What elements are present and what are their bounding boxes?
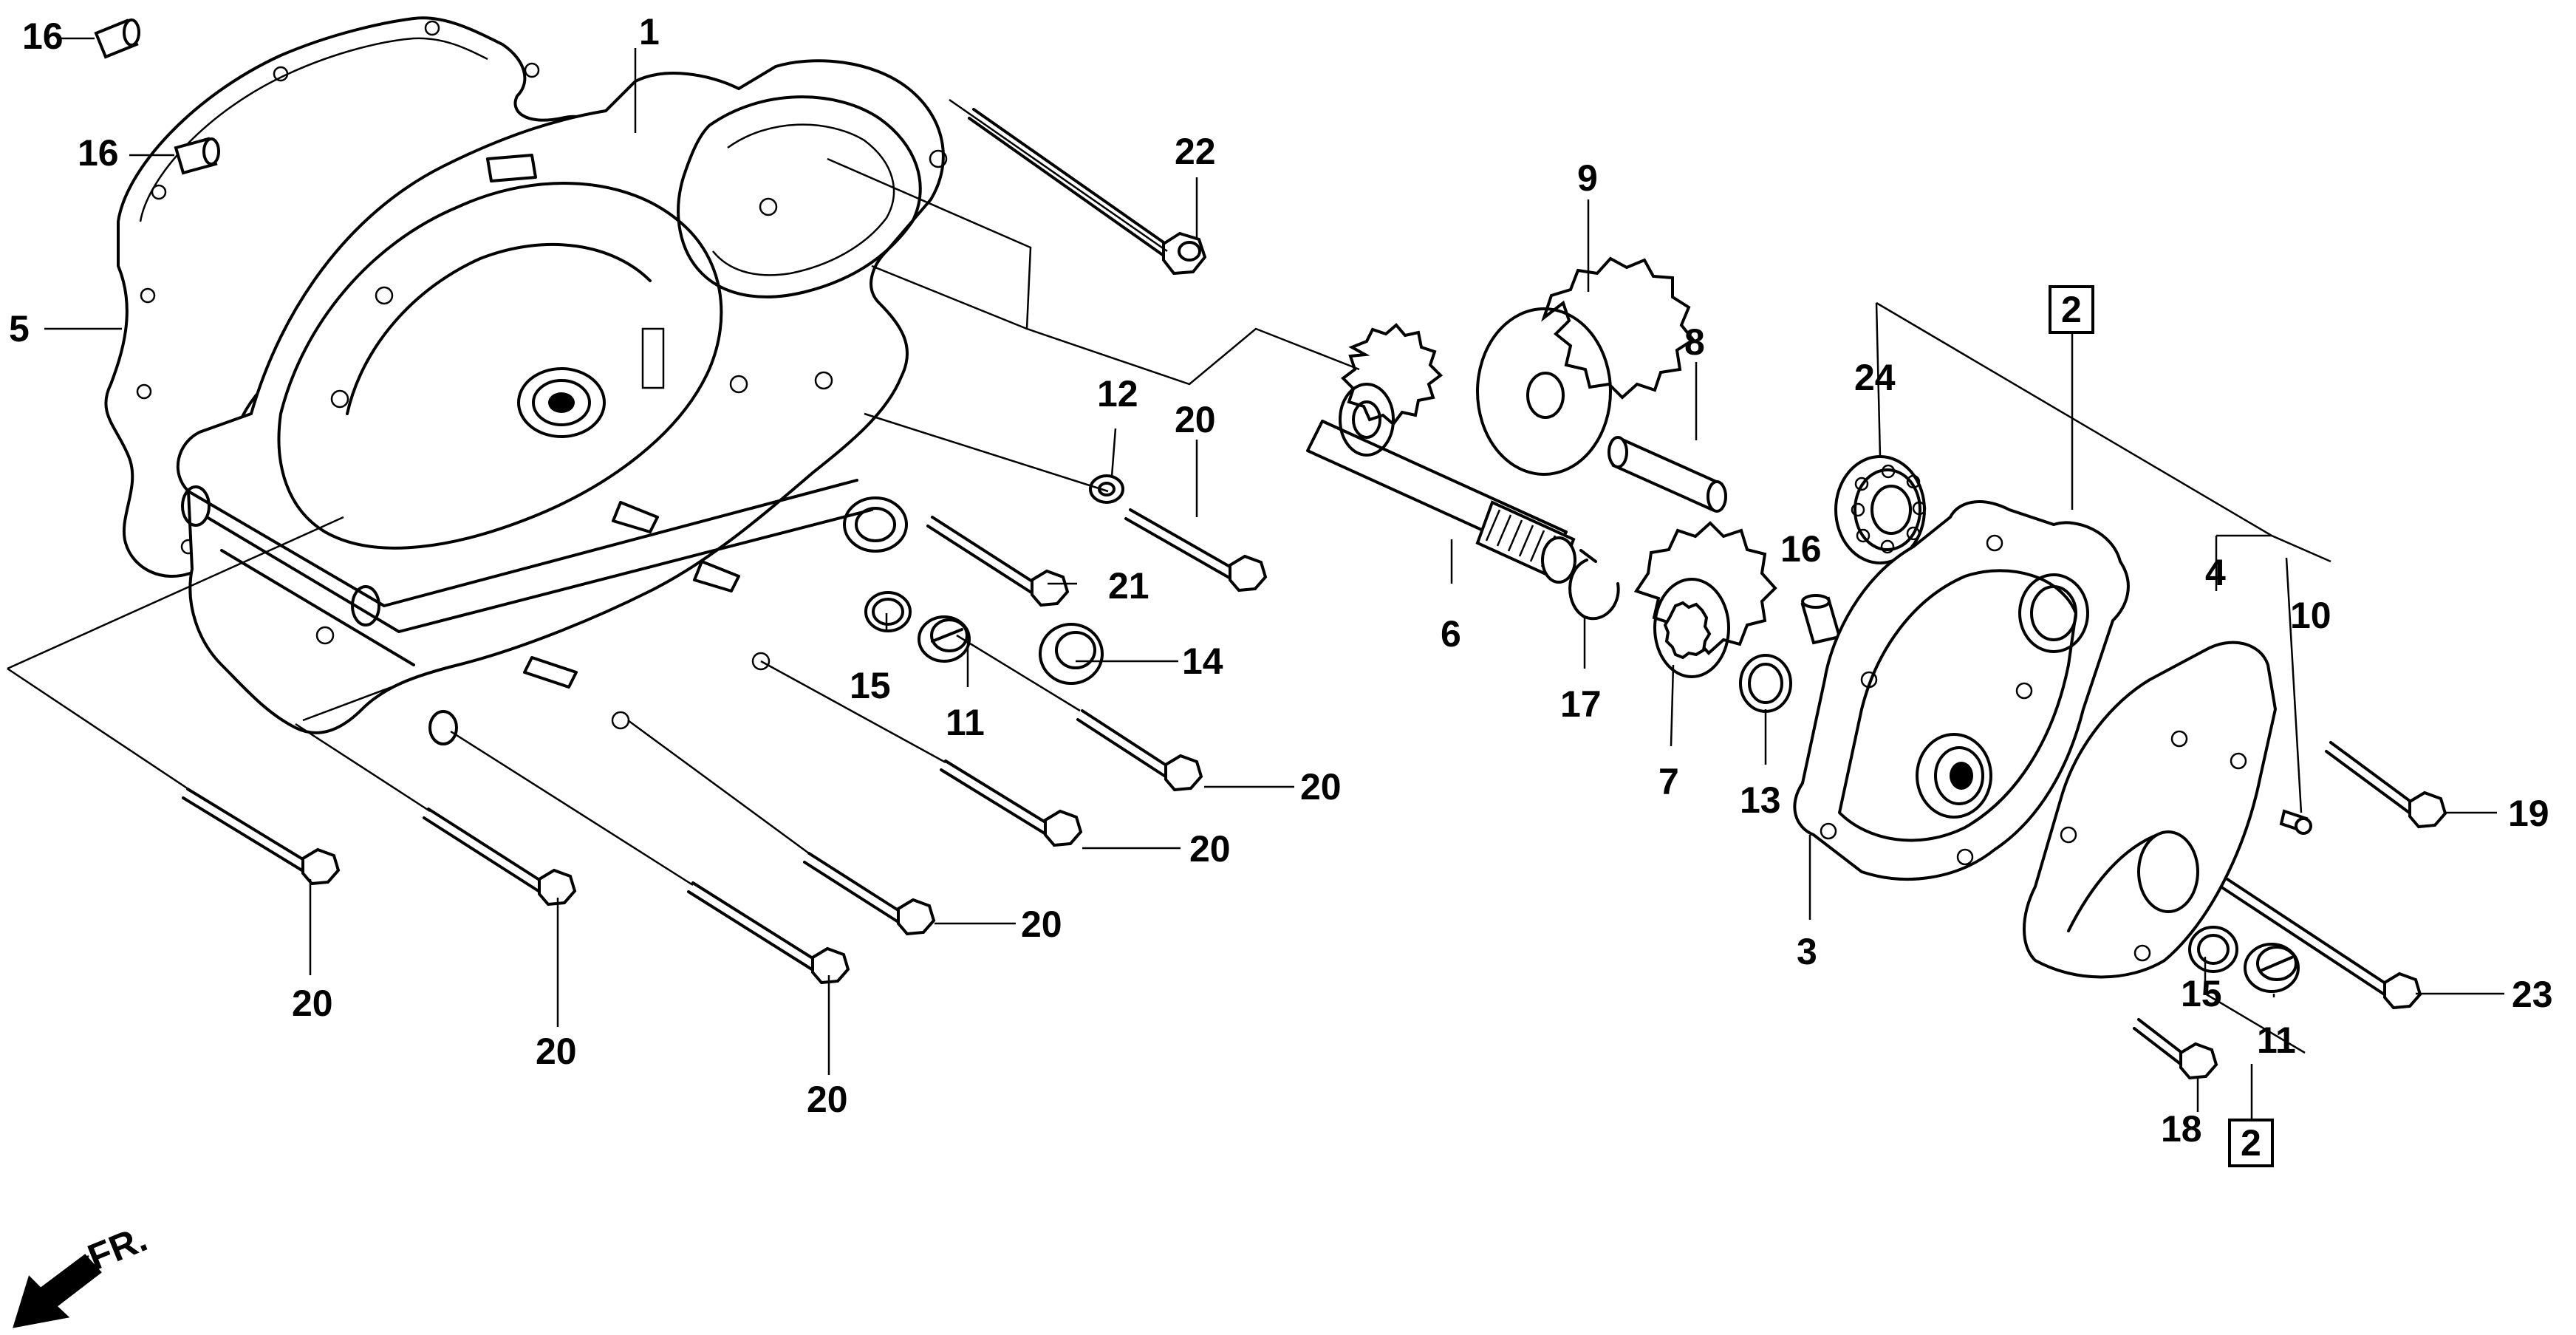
callout-20-top: 20 (1175, 399, 1216, 440)
washer-12 (1089, 474, 1124, 504)
callout-6: 6 (1441, 613, 1461, 655)
callout-10: 10 (2290, 595, 2331, 636)
callout-20-b2: 20 (536, 1031, 577, 1072)
plug-11b (2244, 943, 2300, 993)
callout-12: 12 (1097, 373, 1138, 414)
gear-9 (1476, 256, 1695, 476)
leader-lines (44, 37, 2504, 1119)
callout-11a: 11 (946, 702, 985, 743)
callout-11b: 11 (2257, 1020, 2296, 1061)
o-ring-15b (2188, 926, 2238, 973)
o-ring-15a (864, 591, 912, 632)
callout-16a: 16 (22, 16, 64, 57)
callout-5: 5 (9, 308, 30, 349)
callout-20-b3: 20 (807, 1079, 848, 1120)
callout-22: 22 (1175, 131, 1216, 172)
circlip-17 (1568, 549, 1620, 621)
shaft-gear-6 (1306, 323, 1576, 584)
callout-20-r1: 20 (1300, 766, 1342, 808)
callout-15b: 15 (2181, 973, 2222, 1014)
reference-box-bottom (2228, 1119, 2274, 1167)
callout-labels: 16 16 1 5 22 9 8 12 20 24 2 16 6 21 14 1… (9, 11, 2553, 1167)
oil-seal-14 (1039, 623, 1104, 685)
callout-2-top: 2 (2061, 289, 2082, 330)
callout-20-r3: 20 (1021, 904, 1062, 945)
dowel-pin-16a (94, 18, 140, 59)
callout-9: 9 (1577, 157, 1598, 199)
callout-14: 14 (1182, 641, 1223, 682)
callout-23: 23 (2512, 974, 2553, 1015)
callout-8: 8 (1684, 321, 1705, 363)
callout-7: 7 (1658, 761, 1679, 802)
dowel-pin-16c (1800, 594, 1842, 645)
callout-20-b1: 20 (292, 983, 333, 1024)
dowel-pin-16b (174, 137, 220, 175)
bearing-24 (1834, 455, 1927, 564)
bolts (182, 108, 2447, 1080)
callout-16c: 16 (1780, 528, 1822, 570)
washer-10 (2279, 809, 2312, 835)
callout-20-r2: 20 (1189, 828, 1231, 870)
cover-plate-4 (2023, 641, 2278, 979)
callout-1: 1 (639, 11, 660, 52)
reference-box-top (2049, 285, 2094, 334)
callout-2-bottom: 2 (2241, 1122, 2261, 1164)
callout-19: 19 (2508, 793, 2549, 834)
callout-16b: 16 (78, 132, 119, 174)
callout-24: 24 (1854, 357, 1896, 398)
front-direction-arrow: FR. (13, 1218, 153, 1328)
gear-7 (1633, 521, 1777, 678)
callout-4: 4 (2205, 552, 2226, 593)
callout-3: 3 (1797, 931, 1817, 972)
callout-21: 21 (1108, 565, 1149, 607)
gear-case-cover-3 (1793, 500, 2130, 881)
o-ring-13 (1739, 654, 1792, 713)
assembly-lines (7, 98, 2331, 1054)
sleeve-8 (1608, 436, 1727, 513)
rear-crankcase-cover (176, 59, 948, 745)
callout-15a: 15 (850, 665, 891, 706)
plug-11a (918, 615, 971, 663)
callout-13: 13 (1740, 779, 1781, 821)
callout-17: 17 (1560, 683, 1602, 725)
callout-18: 18 (2161, 1108, 2202, 1150)
